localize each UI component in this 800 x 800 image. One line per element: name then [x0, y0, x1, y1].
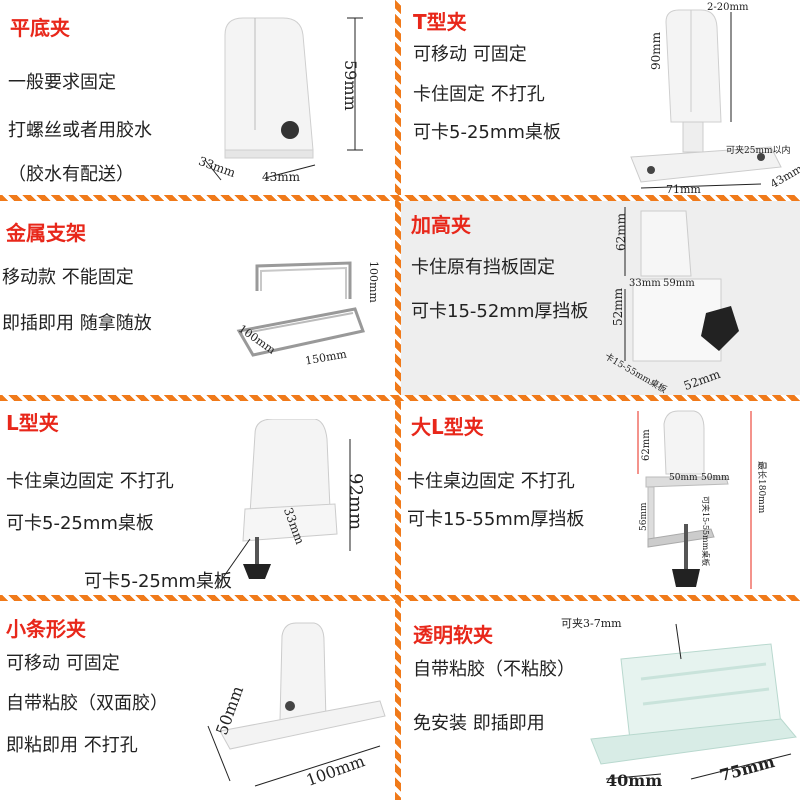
product-title: 透明软夹 — [413, 623, 493, 647]
dim-height: 100mm — [367, 261, 380, 303]
feature-line: 移动款 不能固定 — [2, 267, 134, 288]
feature-line: 可卡15-52mm厚挡板 — [411, 301, 589, 322]
feature-line: 即插即用 随拿随放 — [2, 313, 152, 334]
product-title: T型夹 — [413, 10, 467, 34]
product-cell-flat-clip: 平底夹 一般要求固定 打螺丝或者用胶水 （胶水有配送） 59mm 33mm 43… — [0, 0, 393, 193]
feature-line: 即粘即用 不打孔 — [6, 735, 138, 756]
feature-line: 一般要求固定 — [8, 72, 116, 93]
metal-stand-image — [236, 261, 365, 357]
feature-line: 自带粘胶（双面胶） — [6, 693, 168, 714]
dim-height: 90mm — [649, 31, 663, 70]
feature-line: 卡住原有挡板固定 — [411, 257, 555, 278]
small-strip-clip-image — [207, 622, 386, 787]
feature-line: 可卡5-25mm桌板 — [84, 571, 232, 592]
dim-base-height: 52mm — [611, 287, 625, 326]
dim-height: 92mm — [345, 473, 366, 531]
dim-depth: 33mm — [629, 278, 661, 289]
feature-line: 卡住桌边固定 不打孔 — [407, 471, 575, 492]
product-cell-t-clip: T型夹 可移动 可固定 卡住固定 不打孔 可卡5-25mm桌板 2-20mm 9… — [401, 0, 800, 193]
product-title: 平底夹 — [10, 16, 70, 40]
feature-line: 打螺丝或者用胶水 — [8, 120, 152, 141]
dim-side-height: 56mm — [639, 502, 649, 531]
dim-top-width: 50mm — [669, 473, 698, 483]
dim-height: 59mm — [341, 60, 360, 111]
feature-line: 可卡15-55mm厚挡板 — [407, 509, 585, 530]
product-cell-l-clip: L型夹 卡住桌边固定 不打孔 可卡5-25mm桌板 可卡5-25mm桌板 92m… — [0, 401, 393, 595]
dim-depth: 40mm — [606, 771, 663, 790]
feature-line: 可卡5-25mm桌板 — [413, 122, 561, 143]
product-cell-small-strip-clip: 小条形夹 可移动 可固定 自带粘胶（双面胶） 即粘即用 不打孔 50mm 100… — [0, 601, 393, 800]
product-cell-metal-stand: 金属支架 移动款 不能固定 即插即用 随拿随放 100mm 100mm 150m… — [0, 201, 393, 395]
product-title: 加高夹 — [411, 213, 471, 237]
dim-height: 62mm — [614, 212, 628, 251]
dim-base-width: 50mm — [701, 473, 730, 483]
dim-width: 43mm — [262, 170, 301, 184]
product-cell-raised-clip: 加高夹 卡住原有挡板固定 可卡15-52mm厚挡板 62mm 33mm 59mm… — [401, 201, 800, 395]
l-clip-image — [214, 419, 351, 589]
feature-line: （胶水有配送） — [8, 164, 134, 185]
feature-line: 可移动 可固定 — [413, 44, 527, 65]
feature-line: 免安装 即插即用 — [413, 713, 545, 734]
dim-gap: 2-20mm — [707, 2, 749, 13]
t-clip-image — [630, 9, 782, 189]
flat-clip-image — [204, 17, 363, 181]
product-title: 小条形夹 — [6, 617, 86, 641]
horizontal-separator-1 — [0, 195, 800, 201]
raised-clip-image — [624, 207, 739, 362]
feature-line: 卡住桌边固定 不打孔 — [6, 471, 174, 492]
dim-clamp: 可夹25mm以内 — [726, 146, 791, 156]
clear-soft-clip-image — [590, 623, 797, 780]
feature-line: 卡住固定 不打孔 — [413, 84, 545, 105]
dim-clamp: 可夹15-55mm桌板 — [701, 496, 710, 567]
dim-top-width: 59mm — [663, 278, 695, 289]
dim-max-length: 最长180mm — [756, 461, 766, 514]
product-title: L型夹 — [6, 411, 59, 435]
dim-width: 71mm — [666, 183, 701, 193]
feature-line: 可移动 可固定 — [6, 653, 120, 674]
product-cell-clear-soft-clip: 透明软夹 自带粘胶（不粘胶） 免安装 即插即用 可夹3-7mm 40mm 75m… — [401, 601, 800, 800]
feature-line: 可卡5-25mm桌板 — [6, 513, 154, 534]
feature-line: 自带粘胶（不粘胶） — [413, 659, 575, 680]
product-cell-large-l-clip: 大L型夹 卡住桌边固定 不打孔 可卡15-55mm厚挡板 62mm 50mm 5… — [401, 401, 800, 595]
large-l-clip-image — [637, 410, 752, 589]
product-title: 金属支架 — [6, 221, 86, 245]
horizontal-separator-3 — [0, 595, 800, 601]
dim-clamp: 可夹3-7mm — [561, 617, 622, 630]
horizontal-separator-2 — [0, 395, 800, 401]
dim-height: 62mm — [641, 429, 652, 461]
product-title: 大L型夹 — [411, 415, 484, 439]
